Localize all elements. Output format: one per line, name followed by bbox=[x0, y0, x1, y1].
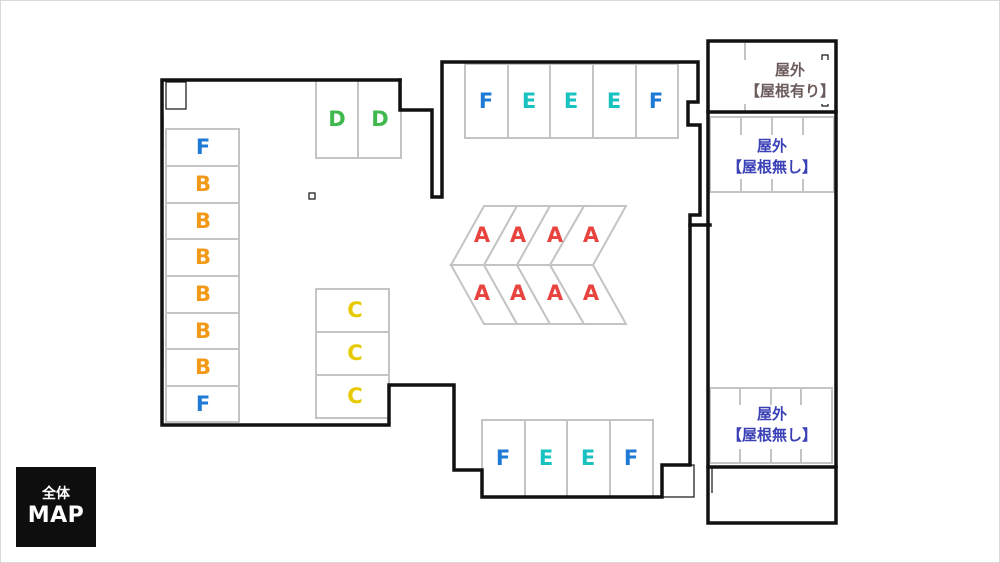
overall-map-badge: 全体 MAP bbox=[16, 467, 96, 547]
space-label-a-top-1: A bbox=[510, 223, 527, 247]
space-label-bottom-2: E bbox=[581, 446, 595, 470]
space-labels: F B B B B B B F D D C C C F E E E F F E … bbox=[195, 60, 835, 470]
space-label-left-7: F bbox=[196, 392, 210, 416]
space-label-a-top-3: A bbox=[583, 223, 600, 247]
space-label-a-bottom-1: A bbox=[510, 281, 527, 305]
outdoor-unroofed-top-line1: 屋外 bbox=[757, 137, 787, 155]
pillar bbox=[308, 192, 316, 200]
corner-fixture bbox=[661, 464, 695, 498]
space-label-left-0: F bbox=[196, 135, 210, 159]
space-label-top-4: F bbox=[649, 89, 663, 113]
space-label-left-6: B bbox=[195, 355, 211, 379]
outdoor-unroofed-bottom-line2: 【屋根無し】 bbox=[727, 426, 817, 444]
space-label-d-0: D bbox=[328, 107, 345, 131]
space-label-top-2: E bbox=[564, 89, 578, 113]
c-block-frame bbox=[315, 288, 390, 419]
space-label-c-0: C bbox=[347, 298, 362, 322]
space-label-bottom-1: E bbox=[539, 446, 553, 470]
space-label-a-bottom-0: A bbox=[474, 281, 491, 305]
top-row-frame bbox=[464, 63, 679, 139]
building-walls bbox=[160, 39, 838, 525]
space-label-bottom-3: F bbox=[624, 446, 638, 470]
space-label-c-1: C bbox=[347, 341, 362, 365]
corner-fixture bbox=[165, 81, 187, 110]
outdoor-roofed-line1: 屋外 bbox=[775, 61, 805, 79]
space-label-c-2: C bbox=[347, 384, 362, 408]
space-label-top-3: E bbox=[607, 89, 621, 113]
space-label-left-3: B bbox=[195, 245, 211, 269]
outdoor-unroofed-top-line2: 【屋根無し】 bbox=[727, 158, 817, 176]
space-label-top-1: E bbox=[522, 89, 536, 113]
space-label-top-0: F bbox=[479, 89, 493, 113]
space-cells bbox=[165, 43, 835, 498]
space-label-a-bottom-2: A bbox=[547, 281, 564, 305]
space-label-left-5: B bbox=[195, 319, 211, 343]
space-label-d-1: D bbox=[371, 107, 388, 131]
outdoor-unroofed-bottom-line1: 屋外 bbox=[757, 405, 787, 423]
badge-line2: MAP bbox=[27, 503, 85, 528]
space-label-bottom-0: F bbox=[496, 446, 510, 470]
a-chevron-block bbox=[449, 205, 628, 325]
space-label-left-2: B bbox=[195, 209, 211, 233]
space-label-a-top-0: A bbox=[474, 223, 491, 247]
space-label-a-top-2: A bbox=[547, 223, 564, 247]
space-label-left-1: B bbox=[195, 172, 211, 196]
space-label-left-4: B bbox=[195, 282, 211, 306]
badge-line1: 全体 bbox=[42, 486, 70, 502]
space-label-a-bottom-3: A bbox=[583, 281, 600, 305]
outdoor-roofed-line2: 【屋根有り】 bbox=[745, 82, 835, 100]
